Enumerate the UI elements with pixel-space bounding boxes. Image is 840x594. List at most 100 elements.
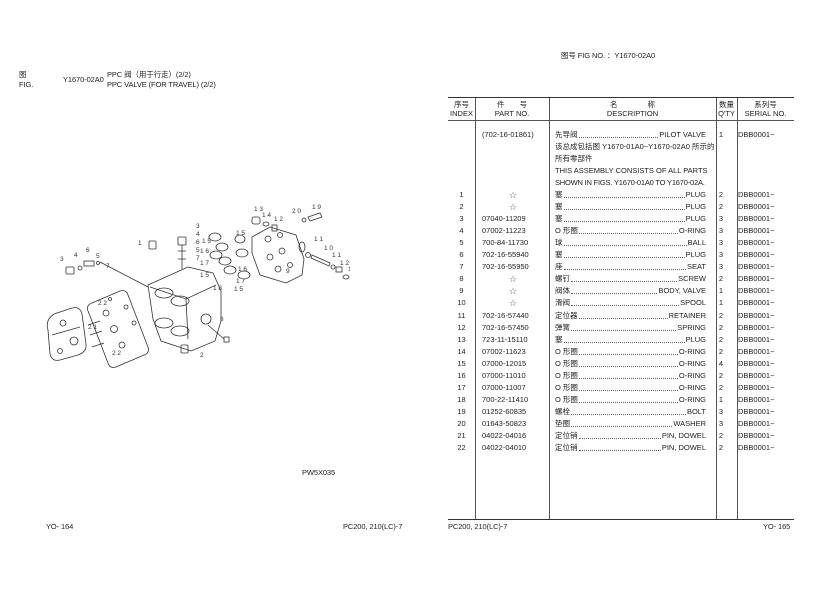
- svg-text:6: 6: [196, 239, 200, 246]
- leader-dots: [571, 418, 673, 427]
- figure-number-header: 图号 FIG NO. ：Y1670-02A0: [561, 51, 656, 60]
- svg-text:2: 2: [200, 352, 204, 359]
- row-index: 2: [459, 202, 464, 212]
- row-description-zh: 塞: [555, 202, 563, 212]
- svg-text:2 0: 2 0: [292, 208, 301, 215]
- row-qty: 3: [718, 418, 724, 428]
- row-description-zh: 滑阀: [555, 298, 570, 308]
- row-index: 14: [457, 346, 466, 356]
- row-index: 5: [459, 238, 464, 248]
- row-description-en: PLUG: [685, 202, 706, 212]
- row-description-en: SCREW: [678, 274, 706, 284]
- assembly-note-line: 该总成包括图 Y1670-01A0~Y1670-02A0 所示的: [555, 142, 715, 151]
- row-serial: DBB0001~: [738, 190, 775, 199]
- fig-label-en: FIG.: [19, 80, 34, 89]
- not-available-star-icon: ☆: [508, 202, 518, 213]
- leader-dots: [563, 237, 687, 247]
- leader-dots: [578, 442, 661, 452]
- assembly-note-line: SHOWN IN FIGS. Y1670-01A0 TO Y1670-02A.: [555, 178, 705, 187]
- row-part-no: 07002-11623: [482, 346, 526, 356]
- page-number-right: YO- 165: [763, 522, 791, 531]
- row-part-no: 04022-04016: [482, 431, 527, 440]
- row-qty: 3: [718, 238, 724, 248]
- svg-text:1 4: 1 4: [262, 212, 271, 219]
- leader-dots: [571, 297, 680, 307]
- leader-dots: [571, 322, 677, 331]
- row-part-no: 702-16-55940: [482, 250, 529, 260]
- row-serial: DBB0001~: [738, 346, 775, 356]
- svg-text:1 6: 1 6: [200, 248, 209, 255]
- row-index: 13: [457, 334, 466, 344]
- row-description-en: SPOOL: [680, 298, 706, 308]
- row-serial: DBB0001~: [738, 431, 775, 440]
- row-index: 3: [459, 214, 464, 224]
- row-qty: 2: [718, 190, 724, 199]
- svg-text:1 0: 1 0: [324, 245, 333, 252]
- row-serial: DBB0001~: [738, 250, 775, 260]
- row-serial: DBB0001~: [738, 443, 775, 453]
- row-qty: 2: [718, 334, 724, 344]
- figure-number: Y1670-02A0: [63, 75, 104, 84]
- row-description: 滑阀 SPOOL: [555, 297, 706, 309]
- row-description-zh: 定位销: [555, 431, 578, 440]
- figure-title-zh: PPC 阀（用于行走）(2/2): [107, 70, 191, 79]
- row-serial: DBB0001~: [738, 238, 775, 248]
- row-description-en: BODY, VALVE: [658, 286, 706, 296]
- row-description-en: O-RING: [678, 346, 706, 356]
- end-cover-part: [46, 307, 87, 361]
- row-qty: 2: [718, 443, 724, 453]
- row-qty: 3: [718, 226, 724, 236]
- svg-text:1 5: 1 5: [202, 238, 211, 245]
- svg-text:7: 7: [106, 263, 110, 270]
- column-divider: [549, 98, 550, 519]
- svg-text:1 5: 1 5: [200, 272, 209, 279]
- svg-text:1 1: 1 1: [314, 236, 323, 243]
- svg-text:6: 6: [86, 247, 90, 254]
- svg-text:1 6: 1 6: [238, 266, 247, 273]
- row-index: 21: [457, 431, 466, 440]
- svg-text:8: 8: [220, 316, 224, 323]
- row-description-zh: O 形圈: [555, 394, 578, 404]
- row-qty: 1: [718, 298, 724, 308]
- leader-dots: [571, 406, 686, 415]
- row-description-en: SPRING: [677, 322, 706, 332]
- row-description-en: SEAT: [686, 262, 706, 272]
- row-description-zh: O 形圈: [555, 226, 578, 236]
- row-serial: DBB0001~: [738, 214, 775, 224]
- not-available-star-icon: ☆: [508, 298, 518, 309]
- row-part-no: 07002-11223: [482, 226, 526, 236]
- row-description-en: PLUG: [685, 214, 706, 224]
- column-divider: [475, 98, 476, 519]
- not-available-star-icon: ☆: [508, 190, 518, 200]
- row-description: 塞 PLUG: [555, 201, 706, 213]
- svg-text:5: 5: [196, 247, 200, 254]
- row-description-en: BOLT: [686, 406, 706, 416]
- row-index: 1: [459, 190, 464, 199]
- row-index: 18: [457, 394, 466, 404]
- leader-dots: [578, 394, 678, 403]
- row-serial: DBB0001~: [738, 310, 775, 320]
- row-qty: 4: [718, 358, 724, 368]
- row-serial: DBB0001~: [738, 286, 775, 296]
- row-serial: DBB0001~: [738, 298, 775, 308]
- svg-text:3: 3: [196, 223, 200, 230]
- svg-text:1: 1: [138, 240, 142, 247]
- svg-text:2 2: 2 2: [98, 300, 107, 307]
